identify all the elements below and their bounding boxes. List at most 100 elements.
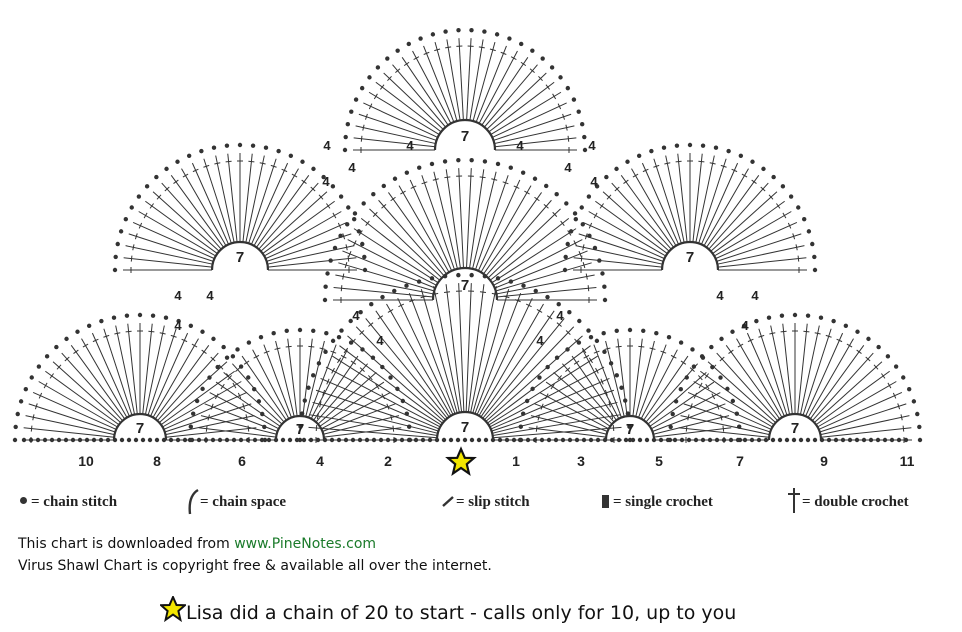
chain-stitch-dot [511,437,517,443]
stitch-crossbar [600,378,604,385]
double-crochet-stitch [678,427,770,438]
double-crochet-stitch [680,415,770,436]
double-crochet-stitch [703,168,749,247]
legend-chain-space: = chain space [186,488,286,516]
double-crochet-stitch [61,352,123,422]
stitch-crossbar [565,330,571,335]
double-crochet-stitch [458,283,465,413]
double-crochet-stitch [142,323,153,415]
chain-stitch-dot [579,205,584,210]
chain-stitch-dot [404,283,409,288]
chain-stitch-dot [911,399,917,404]
double-crochet-stitch [474,175,509,270]
chain-stitch-dot [707,437,713,443]
double-crochet-icon [788,488,800,513]
stitch-crossbar [825,334,832,338]
stitch-crossbar [92,338,99,343]
double-crochet-stitch [223,371,283,425]
chain-stitch-dot [469,157,474,163]
double-crochet-stitch [128,233,214,262]
double-crochet-stitch [653,427,732,438]
stitch-crossbar [552,211,558,217]
double-crochet-stitch [481,57,529,126]
double-crochet-stitch [480,310,555,418]
chain-stitch-dot [371,191,376,197]
chain-stitch-dot [601,330,606,336]
chain-stitch-dot [42,437,48,443]
double-crochet-stitch [263,344,292,418]
stitch-crossbar [237,392,242,399]
fan-number-4: 4 [352,308,360,323]
double-crochet-stitch [421,175,456,270]
chain-stitch-dot [211,336,216,342]
double-crochet-stitch [643,355,689,421]
chain-stitch-dot [123,216,129,222]
double-crochet-stitch [28,403,116,433]
double-crochet-stitch [152,338,199,418]
chain-stitch-dot [469,272,474,278]
double-crochet-stitch [445,284,463,413]
stitch-crossbar [540,403,544,410]
chain-stitch-dot [119,437,125,443]
stitch-crossbar [259,162,266,165]
stitch-crossbar [242,403,246,410]
double-crochet-stitch [782,323,793,415]
chain-stitch-dot [280,437,286,443]
chain-stitch-dot [215,364,220,370]
double-crochet-stitch [713,211,792,257]
chain-stitch-dot [868,437,874,443]
double-crochet-stitch [423,45,455,123]
stitch-crossbar [642,168,649,173]
stitch-crossbar [722,425,725,432]
chain-stitch-dot [144,184,150,189]
double-crochet-stitch [323,415,400,435]
chain-stitch-dot [70,437,76,443]
chain-stitch-dot [843,323,849,329]
chain-stitch-dot [346,205,351,210]
stitch-crossbar [359,330,365,335]
chain-stitch-dot [147,437,153,443]
double-crochet-stitch [595,200,668,254]
double-crochet-stitch [677,153,688,243]
stitch-crossbar [409,299,416,303]
pinenotes-link[interactable]: www.PineNotes.com [234,536,377,552]
stitch-crossbar [34,403,38,410]
double-crochet-stitch [368,91,440,135]
chain-stitch-dot [573,216,579,222]
stitch-crossbar [308,345,315,348]
stitch-crossbar [281,168,288,173]
chain-stitch-dot [761,166,766,172]
fan-number-4: 4 [564,160,572,175]
stitch-crossbar [604,389,608,396]
stitch-crossbar [182,173,189,178]
chain-stitch-dot [86,323,92,329]
download-note: This chart is downloaded from www.PineNo… [18,536,377,552]
double-crochet-stitch [496,274,595,295]
double-crochet-stitch [378,199,445,277]
chain-stitch-dot [315,437,321,443]
double-crochet-stitch [313,355,359,421]
double-crochet-stitch [820,415,910,436]
double-crochet-stitch [115,325,136,415]
chain-stitch-dot [224,355,230,360]
chain-stitch-dot [847,437,853,443]
chain-stitch-dot [300,159,305,164]
double-crochet-stitch [475,45,507,123]
chain-stitch-dot [554,355,560,360]
chain-stitch-dot [258,334,264,340]
chain-stitch-dot [380,364,385,370]
chain-stitch-dot [540,56,545,61]
stitch-crossbar [365,220,370,227]
stitch-crossbar [49,373,54,379]
chain-stitch-dot [554,191,559,197]
double-crochet-stitch [305,340,325,417]
double-crochet-stitch [227,153,238,243]
chain-stitch-dot [504,437,510,443]
fan-number-7: 7 [686,249,694,266]
stitch-crossbar [173,179,179,184]
stitch-crossbar [368,103,373,110]
chain-stitch-dot [443,29,448,34]
chain-stitch-dot [777,437,783,443]
double-crochet-stitch [302,338,313,417]
